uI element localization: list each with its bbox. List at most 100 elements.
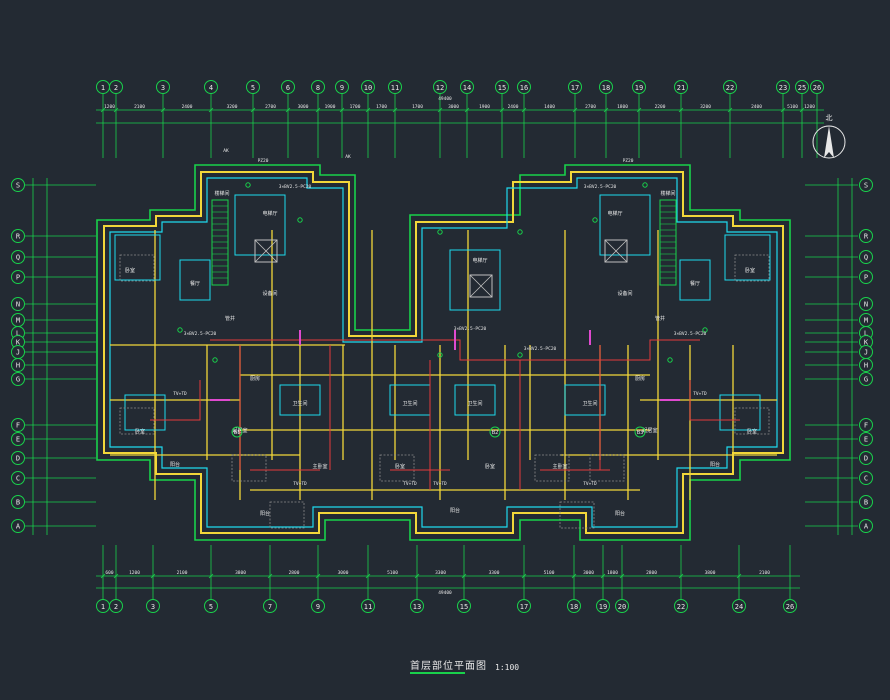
dim-tick — [365, 573, 371, 579]
axis-label-left: J — [16, 349, 20, 357]
dim-text-top: 1700 — [376, 104, 387, 110]
axis-label-top: 6 — [286, 84, 290, 92]
dim-tick — [572, 107, 578, 113]
axis-bubble-top — [568, 80, 582, 94]
furniture — [269, 501, 305, 529]
dim-text-top: 1200 — [104, 104, 115, 110]
dim-tick — [521, 573, 527, 579]
axis-label-top: 21 — [677, 84, 685, 92]
axis-bubble-top — [246, 80, 260, 94]
axis-label-top: 1 — [101, 84, 105, 92]
axis-bubble-left — [11, 372, 25, 386]
axis-label-bottom: 20 — [618, 603, 626, 611]
dim-text-top: 3000 — [448, 104, 459, 110]
axis-label-top: 12 — [436, 84, 444, 92]
axis-bubble-bottom — [615, 599, 629, 613]
room-label: 卧室 — [745, 267, 755, 274]
axis-bubble-bottom — [567, 599, 581, 613]
dim-text-bottom: 1200 — [129, 570, 140, 576]
dim-tick — [464, 107, 470, 113]
light-fixture — [177, 327, 183, 333]
interior-wall-line — [109, 177, 778, 528]
axis-label-top: 26 — [813, 84, 821, 92]
axis-bubble-left — [11, 471, 25, 485]
room-frame — [599, 194, 651, 256]
axis-label-left: H — [16, 362, 20, 370]
axis-bubble-left — [11, 358, 25, 372]
dim-text-bottom: 3300 — [435, 570, 446, 576]
dim-tick — [521, 107, 527, 113]
room-label: 电梯厅 — [262, 210, 277, 217]
furniture — [589, 454, 625, 482]
axis-label-top: 11 — [391, 84, 399, 92]
dim-tick — [208, 573, 214, 579]
light-fixture — [437, 229, 443, 235]
axis-label-right: R — [864, 233, 869, 241]
room-label: 起居室 — [642, 427, 657, 434]
axis-label-right: D — [864, 455, 868, 463]
axis-label-bottom: 17 — [520, 603, 528, 611]
axis-label-top: 16 — [520, 84, 528, 92]
dim-text-top: 3000 — [298, 104, 309, 110]
light-fixture — [592, 217, 598, 223]
room-frame — [724, 234, 771, 281]
axis-bubble-right — [859, 372, 873, 386]
axis-bubble-left — [11, 297, 25, 311]
axis-label-left: E — [16, 436, 20, 444]
light-fixture — [642, 182, 648, 188]
dim-text-bottom: 2100 — [177, 570, 188, 576]
exterior-wall — [103, 171, 784, 534]
axis-bubble-bottom — [596, 599, 610, 613]
room-label: 卧室 — [747, 428, 757, 435]
axis-label-bottom: 2 — [114, 603, 118, 611]
axis-label-top: 22 — [726, 84, 734, 92]
furniture — [734, 407, 770, 435]
axis-bubble-top — [517, 80, 531, 94]
dim-tick — [619, 573, 625, 579]
axis-label-bottom: 13 — [413, 603, 421, 611]
axis-label-right: P — [864, 274, 868, 282]
axis-label-top: 18 — [602, 84, 610, 92]
axis-bubble-top — [433, 80, 447, 94]
axis-label-right: J — [864, 349, 868, 357]
axis-label-right: Q — [864, 254, 868, 262]
axis-label-left: Q — [16, 254, 20, 262]
equipment-tag: 3×BV2.5-PC20 — [279, 184, 312, 190]
axis-label-left: R — [16, 233, 21, 241]
axis-bubble-left — [11, 250, 25, 264]
node-label: B3 — [637, 430, 644, 436]
dim-tick — [339, 107, 345, 113]
dim-tick — [315, 107, 321, 113]
dim-text-top: 3200 — [227, 104, 238, 110]
axis-label-top: 19 — [635, 84, 643, 92]
axis-bubble-bottom — [457, 599, 471, 613]
node-bubble — [634, 426, 646, 438]
dim-text-bottom: 3300 — [489, 570, 500, 576]
axis-label-right: L — [864, 330, 868, 338]
axis-bubble-bottom — [674, 599, 688, 613]
axis-label-bottom: 1 — [101, 603, 105, 611]
axis-bubble-bottom — [517, 599, 531, 613]
axis-bubble-top — [156, 80, 170, 94]
equipment-tag: TV+TD — [583, 481, 597, 487]
axis-label-right: M — [864, 317, 868, 325]
room-label: 管井 — [655, 315, 665, 322]
axis-label-left: C — [16, 475, 20, 483]
axis-label-top: 15 — [498, 84, 506, 92]
axis-label-bottom: 19 — [599, 603, 607, 611]
dim-text-bottom: 3800 — [705, 570, 716, 576]
dim-text-top: 1900 — [479, 104, 490, 110]
axis-label-left: G — [16, 376, 20, 384]
axis-bubble-right — [859, 451, 873, 465]
axis-bubble-bottom — [146, 599, 160, 613]
elevator-shaft — [254, 239, 278, 263]
axis-bubble-right — [859, 519, 873, 533]
axis-bubble-left — [11, 270, 25, 284]
dim-text-top: 3200 — [700, 104, 711, 110]
room-labels: 电梯厅电梯厅电梯厅楼梯间楼梯间厨房厨房卫生间卫生间卫生间卫生间起居室起居室主卧室… — [125, 148, 757, 517]
light-fixture — [517, 352, 523, 358]
axis-bubble-bottom — [263, 599, 277, 613]
dim-tick — [437, 107, 443, 113]
axis-label-left: K — [16, 339, 21, 347]
room-label: 卧室 — [485, 463, 495, 470]
